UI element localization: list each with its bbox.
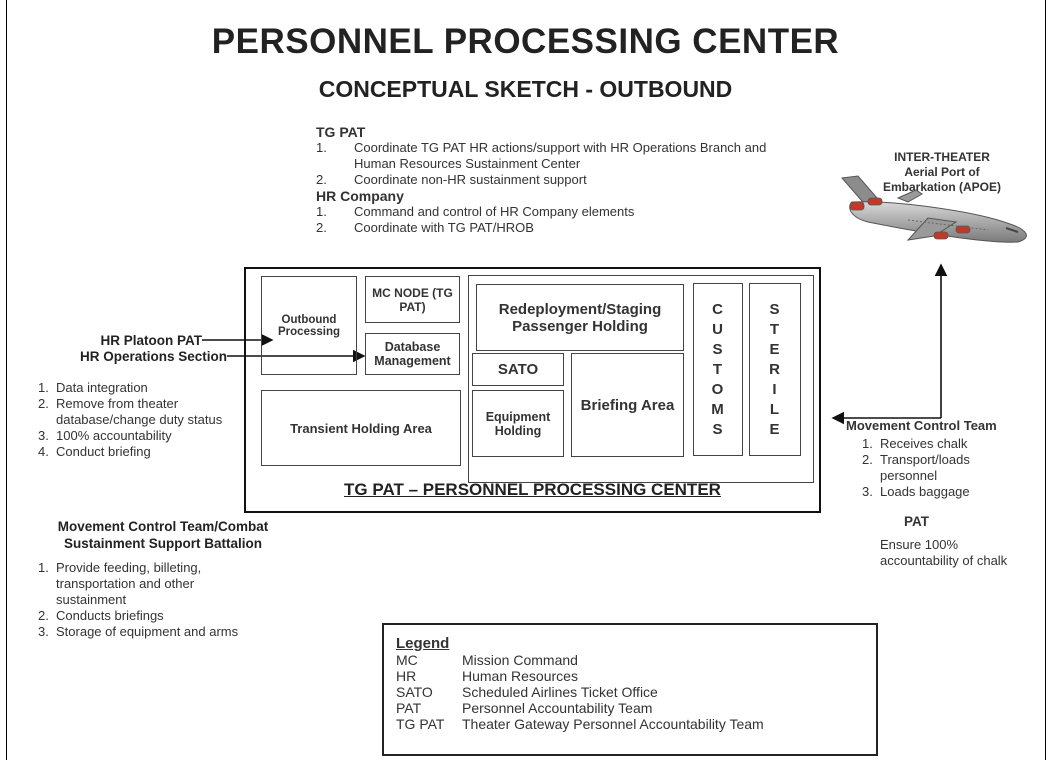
list-item: 2.Conducts briefings xyxy=(38,608,164,623)
processing-center-caption: TG PAT – PERSONNEL PROCESSING CENTER xyxy=(344,480,721,499)
redeployment-staging-box: Redeployment/Staging Passenger Holding xyxy=(476,284,684,351)
processing-inner-outline xyxy=(468,275,814,483)
page-subtitle: CONCEPTUAL SKETCH - OUTBOUND xyxy=(318,76,733,102)
tg-pat-section: TG PAT 1.Coordinate TG PAT HR actions/su… xyxy=(316,124,786,236)
equipment-holding-box: Equipment Holding xyxy=(472,390,564,457)
hr-company-heading: HR Company xyxy=(316,188,404,204)
legend-title: Legend xyxy=(396,635,450,652)
list-item: 1.Coordinate TG PAT HR actions/support w… xyxy=(316,140,767,171)
pat-description: Ensure 100% accountability of chalk xyxy=(880,537,1008,568)
list-item: 2.Coordinate with TG PAT/HROB xyxy=(316,220,534,235)
list-item: 2.Transport/loads personnel xyxy=(862,452,970,483)
list-item: 3.Loads baggage xyxy=(862,484,970,499)
briefing-area-box: Briefing Area xyxy=(571,353,684,457)
tg-pat-list: 1.Coordinate TG PAT HR actions/support w… xyxy=(316,140,786,188)
list-item: 1.Provide feeding, billeting, transporta… xyxy=(38,560,202,607)
pat-heading: PAT xyxy=(904,514,929,529)
list-item: 2.Coordinate non-HR sustainment support xyxy=(316,172,587,187)
mc-node-box: MC NODE (TG PAT) xyxy=(365,276,460,323)
hr-platoon-list: 1.Data integration 2.Remove from theater… xyxy=(36,380,236,460)
tg-pat-heading: TG PAT xyxy=(316,124,366,140)
apoe-label: INTER-THEATER Aerial Port of Embarkation… xyxy=(882,150,1002,194)
list-item: 3.100% accountability xyxy=(38,428,172,443)
list-item: 1.Receives chalk xyxy=(862,436,968,451)
page-title: PERSONNEL PROCESSING CENTER xyxy=(211,22,840,61)
hr-platoon-label: HR Platoon PAT xyxy=(100,333,203,348)
list-item: 2.Remove from theater database/change du… xyxy=(38,396,223,427)
list-item: 1.Data integration xyxy=(38,380,148,395)
mct-cssb-list: 1.Provide feeding, billeting, transporta… xyxy=(36,560,241,640)
page-frame xyxy=(6,0,1046,760)
list-item: 4.Conduct briefing xyxy=(38,444,151,459)
hr-operations-label: HR Operations Section xyxy=(79,349,227,364)
list-item: 1.Command and control of HR Company elem… xyxy=(316,204,635,219)
processing-center-outline xyxy=(244,267,821,513)
hr-company-list: 1.Command and control of HR Company elem… xyxy=(316,204,786,236)
mct-cssb-heading: Movement Control Team/Combat Sustainment… xyxy=(57,519,269,551)
airplane-icon xyxy=(841,175,1027,243)
transient-holding-box: Transient Holding Area xyxy=(261,390,461,466)
outbound-processing-box: Outbound Processing xyxy=(261,276,357,375)
list-item: 3.Storage of equipment and arms xyxy=(38,624,239,639)
mct-list: 1.Receives chalk 2.Transport/loads perso… xyxy=(860,436,1010,500)
database-management-box: Database Management xyxy=(365,333,460,375)
sato-box: SATO xyxy=(472,353,564,386)
mct-heading: Movement Control Team xyxy=(846,418,997,433)
